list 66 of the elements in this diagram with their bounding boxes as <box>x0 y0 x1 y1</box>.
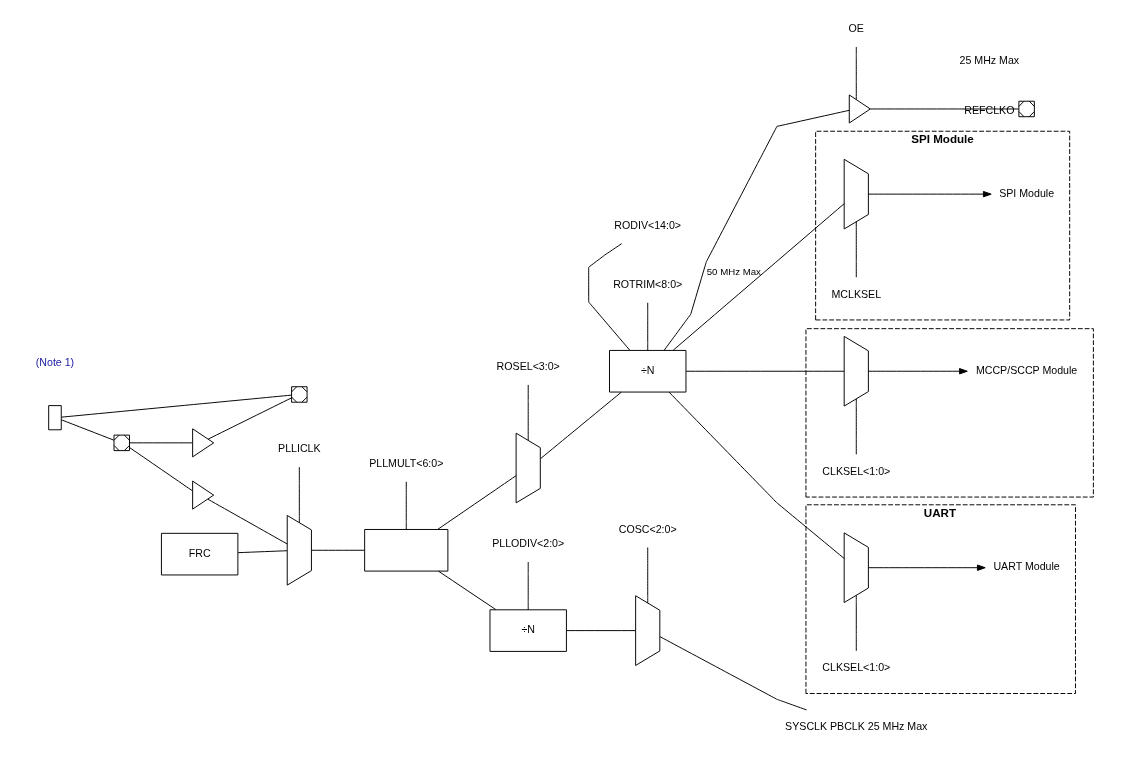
connector <box>855 221 857 278</box>
node-trapezoid <box>286 514 312 586</box>
connector <box>668 391 845 559</box>
arrow <box>868 564 986 571</box>
edge-label: 50 MHz Max <box>706 266 761 278</box>
connector <box>129 442 193 444</box>
connector <box>237 550 288 554</box>
connector <box>855 398 857 455</box>
connector <box>437 475 517 530</box>
node-trapezoid <box>635 595 661 666</box>
node-text: CLKSEL<1:0> <box>822 464 891 477</box>
node-text: SPI Module <box>999 186 1055 199</box>
cluster <box>805 328 1094 498</box>
node-crystal <box>48 405 62 431</box>
connector <box>527 561 529 611</box>
node-label: REFCLKO <box>964 103 1015 116</box>
connector <box>685 370 845 372</box>
connector <box>647 302 649 351</box>
arrow <box>868 190 992 198</box>
node-box: ÷N <box>609 349 687 393</box>
connector <box>869 108 1020 110</box>
connector <box>539 391 622 460</box>
connector <box>207 498 288 545</box>
node-box: FRC <box>160 532 239 576</box>
node-triangle <box>848 94 871 124</box>
arrow <box>868 368 968 375</box>
connector <box>659 636 808 711</box>
node-text: OE <box>848 22 864 35</box>
node-label: 25 MHz Max <box>959 54 1020 67</box>
node-trapezoid <box>515 432 541 504</box>
node-box <box>364 529 449 572</box>
node-text: MCCP/SCCP Module <box>975 363 1078 376</box>
connector <box>207 397 292 440</box>
node-text: RODIV<14:0> <box>614 218 682 231</box>
node-text: ROTRIM<8:0> <box>613 277 683 290</box>
node-trapezoid <box>843 335 869 407</box>
node-text: ROSEL<3:0> <box>496 360 560 373</box>
connector <box>129 447 193 492</box>
connector <box>311 549 365 551</box>
connector <box>672 203 845 351</box>
node-text: MCLKSEL <box>831 287 882 300</box>
node-text: COSC<2:0> <box>618 522 677 535</box>
connector <box>855 594 857 652</box>
node-text: PLLICLK <box>278 442 321 455</box>
connector <box>588 243 631 351</box>
node-triangle <box>192 480 215 510</box>
node-triangle <box>192 428 215 458</box>
node-text: UART Module <box>993 560 1060 573</box>
connector <box>527 384 529 441</box>
connector <box>405 481 407 530</box>
node-box: ÷N <box>489 609 567 652</box>
label: (Note 1) <box>35 356 75 369</box>
node-text: SYSCLK PBCLK 25 MHz Max <box>785 720 928 733</box>
connector <box>298 466 300 524</box>
node-text: PLLODIV<2:0> <box>492 537 565 550</box>
connector <box>663 109 850 351</box>
connector <box>855 46 857 100</box>
node-trapezoid <box>843 532 869 604</box>
connector <box>647 547 649 604</box>
node-trapezoid <box>843 158 869 230</box>
connector <box>60 394 292 418</box>
connector <box>437 570 497 611</box>
node-text: CLKSEL<1:0> <box>822 661 891 674</box>
connector <box>60 419 115 441</box>
connector <box>566 630 636 632</box>
node-text: PLLMULT<6:0> <box>369 456 444 469</box>
